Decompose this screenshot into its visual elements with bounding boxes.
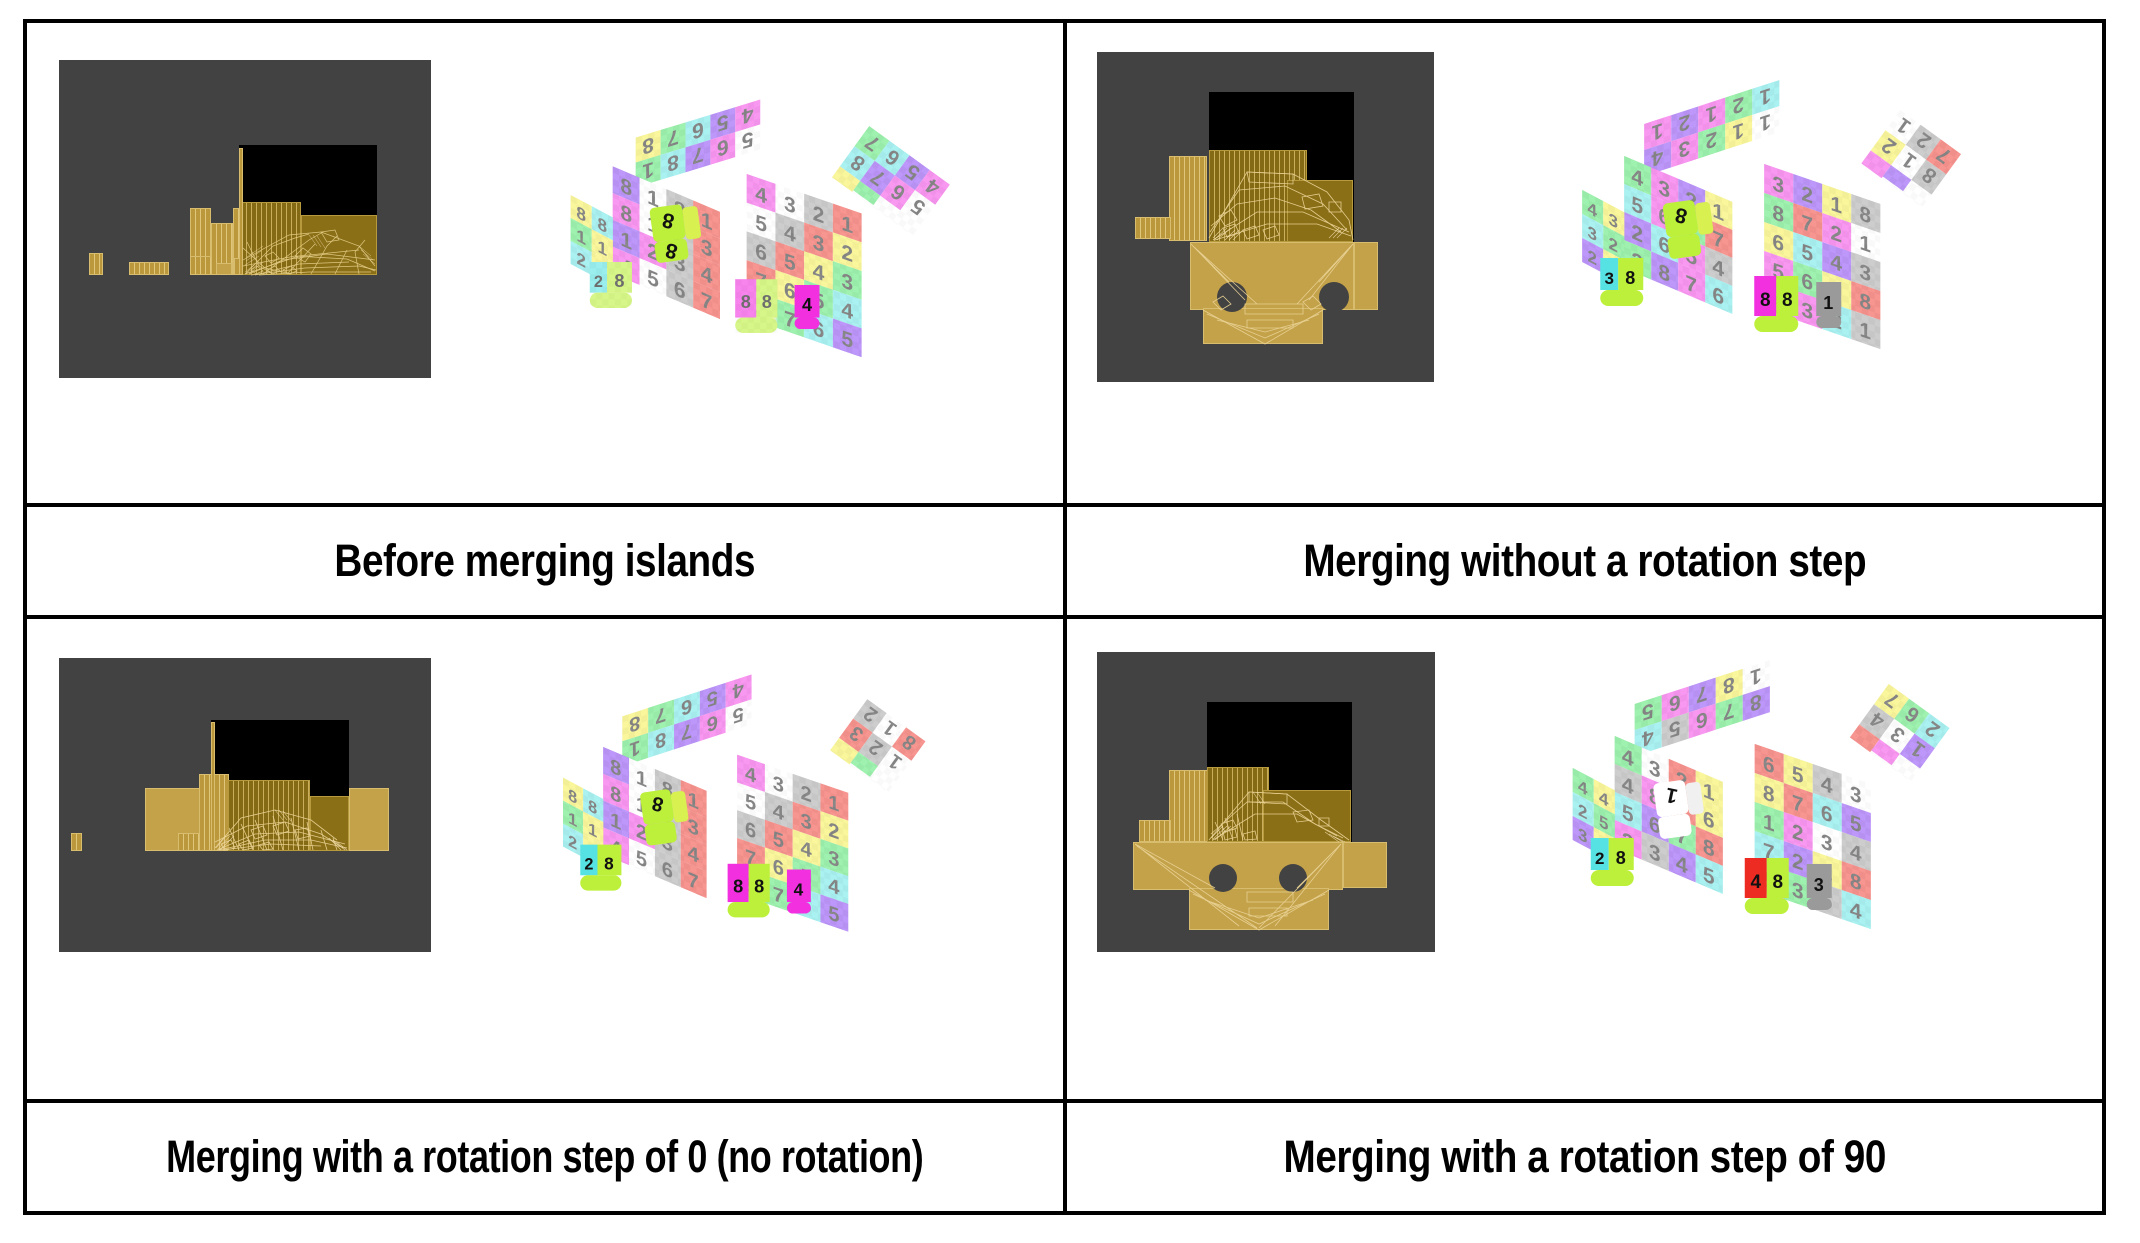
uv-island[interactable] (1353, 241, 1378, 310)
model-preview-merging-without-rotation[interactable]: 1 2 7 2 1 8 (1433, 23, 2102, 502)
svg-text:4: 4 (1750, 872, 1761, 893)
caption-cell-merging-rotation-90: Merging with a rotation step of 90 (1062, 1098, 2106, 1216)
elephant-model-checker: 2 1 8 3 2 1 8 (563, 674, 926, 932)
svg-text:8: 8 (604, 853, 614, 873)
svg-text:8: 8 (1772, 872, 1783, 893)
uv-island-hole (1208, 863, 1237, 892)
model-preview-merging-rotation-0[interactable]: 2 1 8 3 2 1 8 (431, 619, 1063, 1098)
svg-text:8: 8 (660, 208, 677, 233)
svg-text:8: 8 (1672, 202, 1689, 227)
panel-before-merging-islands-figure: 7 6 5 4 8 7 6 5 (23, 19, 1067, 507)
uv-island-hole (1216, 281, 1247, 312)
uv-island-cluster[interactable] (241, 201, 301, 275)
svg-text:2: 2 (584, 855, 593, 873)
caption-row-bottom: Merging with a rotation step of 0 (no ro… (23, 1098, 2106, 1216)
panel-caption: Merging with a rotation step of 0 (no ro… (166, 1131, 924, 1183)
panel-merging-rotation-0-figure: 2 1 8 3 2 1 8 (23, 614, 1067, 1103)
svg-text:8: 8 (1759, 290, 1770, 311)
panel-merging-without-rotation-figure: 1 2 7 2 1 8 (1062, 19, 2106, 507)
figure-row-top: 7 6 5 4 8 7 6 5 (23, 19, 2106, 507)
caption-cell-merging-without-rotation: Merging without a rotation step (1062, 502, 2106, 619)
uv-island[interactable] (239, 147, 243, 275)
uv-island[interactable] (1342, 841, 1387, 888)
uv-island-cluster[interactable] (310, 795, 349, 851)
svg-text:8: 8 (1615, 848, 1625, 868)
svg-text:3: 3 (1604, 269, 1613, 288)
uv-island[interactable] (1168, 155, 1207, 241)
panel-caption: Before merging islands (334, 535, 756, 587)
elephant-model-checker: 7 6 2 4 3 1 5 (1572, 659, 1949, 929)
uv-island[interactable] (1134, 216, 1171, 239)
uv-island-cluster[interactable] (1262, 789, 1351, 842)
uv-island-hole (1318, 281, 1349, 312)
uv-island-cluster[interactable] (301, 214, 377, 275)
uv-island[interactable] (349, 787, 389, 851)
uv-island-cluster[interactable] (1286, 179, 1353, 242)
uv-editor-merging-rotation-0[interactable] (59, 657, 431, 952)
uv-island[interactable] (71, 832, 82, 851)
svg-text:4: 4 (794, 879, 804, 899)
figure-row-bottom: 2 1 8 3 2 1 8 (23, 614, 2106, 1103)
elephant-model-checker: 7 6 5 4 8 7 6 5 (570, 99, 950, 357)
uv-island[interactable] (211, 222, 233, 275)
svg-text:1: 1 (1823, 293, 1833, 313)
uv-editor-before-merging[interactable] (59, 59, 431, 378)
comparison-figure-table: 7 6 5 4 8 7 6 5 (23, 19, 2106, 1216)
svg-text:8: 8 (733, 876, 743, 896)
uv-island-hole (1278, 863, 1307, 892)
uv-island[interactable] (89, 252, 103, 275)
uv-island[interactable] (1132, 841, 1343, 890)
caption-cell-merging-rotation-0: Merging with a rotation step of 0 (no ro… (23, 1098, 1067, 1216)
svg-text:8: 8 (663, 238, 680, 263)
uv-island[interactable] (129, 261, 169, 275)
model-preview-merging-rotation-90[interactable]: 7 6 2 4 3 1 5 (1434, 619, 2102, 1098)
caption-row-top: Before merging islands Merging without a… (23, 502, 2106, 619)
uv-island[interactable] (190, 255, 212, 275)
svg-text:8: 8 (1625, 268, 1635, 288)
svg-text:1: 1 (1663, 782, 1680, 807)
uv-island[interactable] (211, 721, 215, 851)
panel-caption: Merging with a rotation step of 90 (1283, 1131, 1886, 1183)
elephant-model-checker: 1 2 7 2 1 8 (1581, 79, 1961, 349)
svg-text:4: 4 (802, 295, 812, 315)
model-preview-before-merging[interactable]: 7 6 5 4 8 7 6 5 (431, 23, 1063, 502)
uv-island[interactable] (1202, 307, 1323, 344)
panel-caption: Merging without a rotation step (1302, 535, 1866, 587)
uv-island[interactable] (216, 262, 232, 275)
uv-island-cluster[interactable] (1206, 766, 1269, 842)
svg-text:2: 2 (1595, 849, 1604, 868)
svg-text:8: 8 (650, 791, 666, 815)
caption-cell-before-merging: Before merging islands (23, 502, 1067, 619)
panel-merging-rotation-90-figure: 7 6 2 4 3 1 5 (1062, 614, 2106, 1103)
svg-text:8: 8 (1781, 290, 1792, 311)
uv-editor-merging-rotation-90[interactable] (1096, 651, 1435, 952)
uv-island-cluster[interactable] (228, 779, 310, 851)
uv-island[interactable] (1138, 819, 1171, 842)
svg-text:8: 8 (754, 876, 764, 896)
svg-text:3: 3 (1813, 875, 1823, 895)
uv-island[interactable] (1188, 887, 1329, 930)
uv-editor-merging-without-rotation[interactable] (1096, 51, 1434, 382)
uv-island[interactable] (1168, 769, 1209, 842)
